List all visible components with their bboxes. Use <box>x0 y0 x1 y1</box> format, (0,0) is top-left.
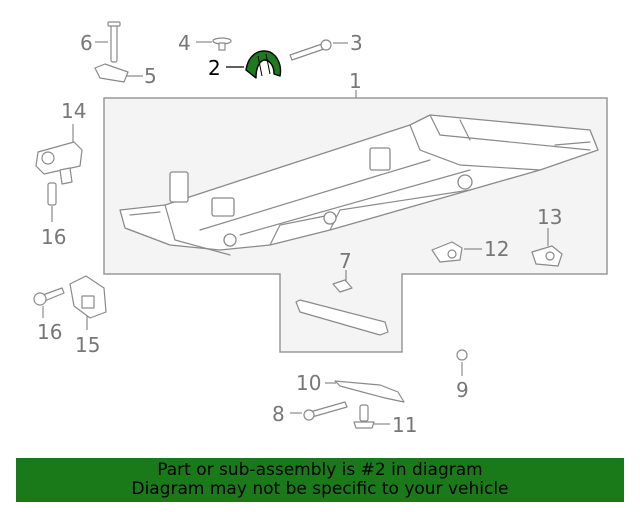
banner-line-2: Diagram may not be specific to your vehi… <box>131 479 509 499</box>
callout-14: 14 <box>61 99 86 123</box>
clip-part-4[interactable] <box>212 37 232 51</box>
callout-10: 10 <box>296 371 321 395</box>
fitment-notice-banner: Part or sub-assembly is #2 in diagram Di… <box>16 458 624 502</box>
mount-part-14[interactable] <box>35 141 83 185</box>
callout-1: 1 <box>349 69 362 93</box>
crossmember-part-7[interactable] <box>295 279 389 336</box>
callout-5: 5 <box>144 64 157 88</box>
frame-assembly-drawing[interactable] <box>119 114 599 256</box>
callout-7: 7 <box>339 249 352 273</box>
highlighted-part-2[interactable] <box>245 50 282 79</box>
plug-part-9[interactable] <box>456 349 468 361</box>
callout-9: 9 <box>456 378 469 402</box>
callout-12: 12 <box>484 237 509 261</box>
bolt-part-8[interactable] <box>303 401 348 421</box>
leader-lines <box>42 41 549 425</box>
mount-part-15[interactable] <box>69 275 107 319</box>
bolt-part-3[interactable] <box>289 39 332 61</box>
bolt-part-16-lower[interactable] <box>33 287 65 306</box>
callout-6: 6 <box>80 31 93 55</box>
bolt-part-6[interactable] <box>107 21 121 63</box>
callout-8: 8 <box>272 402 285 426</box>
bracket-part-5[interactable] <box>94 63 129 83</box>
callout-16-upper: 16 <box>41 225 66 249</box>
mount-part-12[interactable] <box>431 241 463 263</box>
mount-part-13[interactable] <box>531 245 563 267</box>
parts-diagram: 6 5 4 2 3 1 14 16 16 15 7 12 13 9 10 8 1… <box>33 21 608 437</box>
callout-13: 13 <box>537 205 562 229</box>
banner-line-1: Part or sub-assembly is #2 in diagram <box>157 460 483 480</box>
callout-3: 3 <box>350 31 363 55</box>
bolt-part-16-upper[interactable] <box>47 182 57 206</box>
bolt-part-11[interactable] <box>353 404 375 429</box>
callout-16-lower: 16 <box>37 320 62 344</box>
shield-part-10[interactable] <box>334 380 405 403</box>
callout-15: 15 <box>75 333 100 357</box>
callout-2: 2 <box>208 56 221 80</box>
callout-4: 4 <box>178 31 191 55</box>
callout-11: 11 <box>392 413 417 437</box>
